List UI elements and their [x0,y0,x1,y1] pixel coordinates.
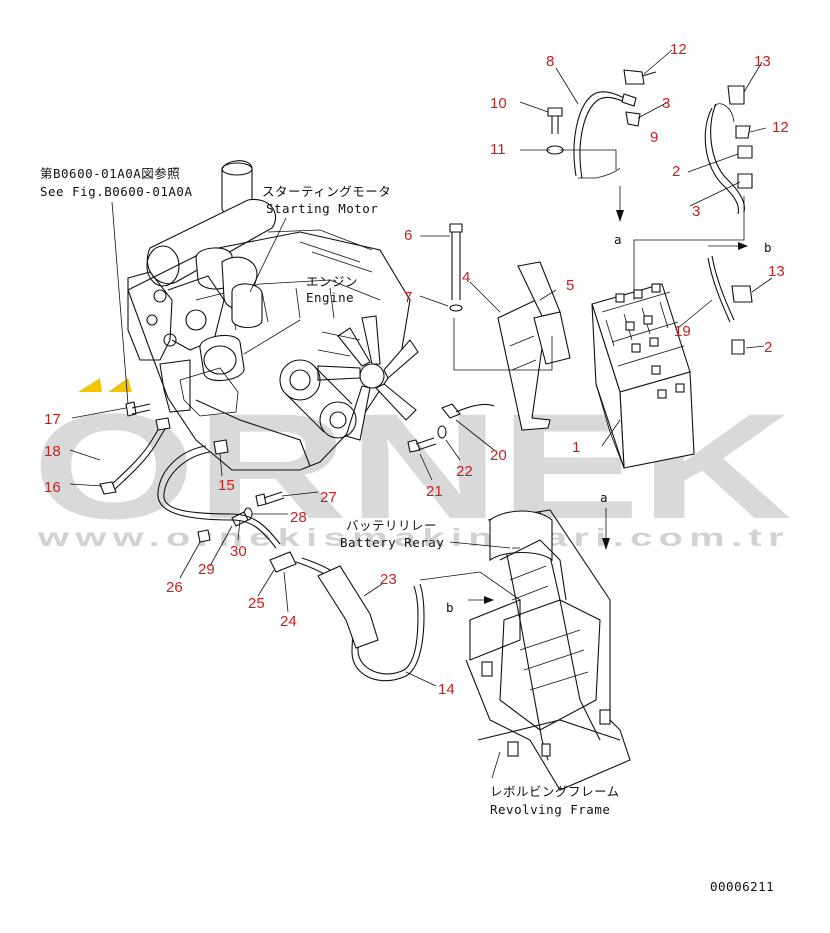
part-number: 19 [674,323,691,340]
part-number: 3 [692,203,700,220]
part-number: 23 [380,571,397,588]
leader-lines [69,49,773,779]
battery-relay-label-jp: バッテリリレー [346,518,437,533]
arrow-label-b-bottom: b [446,600,454,615]
part-number: 21 [426,483,443,500]
starting-motor-label-jp: スターティングモータ [262,184,391,199]
part-number: 1 [572,439,580,456]
figure-id: 00006211 [710,879,774,894]
part-number: 29 [198,561,215,578]
arrow-label-b-top: b [764,240,772,255]
frame-label-en: Revolving Frame [490,802,610,817]
part-number: 12 [772,119,789,136]
direction-arrows [468,186,748,604]
part-number: 26 [166,579,183,596]
text-labels: 第B0600-01A0A図参照 See Fig.B0600-01A0A スターテ… [40,166,774,894]
revolving-frame [465,509,631,791]
arrow-label-a-top: a [614,232,622,247]
watermark-url: www.ornekismakinalari.com.tr [36,524,790,552]
part-number: 13 [754,53,771,70]
arrow-label-a-mid: a [600,490,608,505]
engine-label-jp: エンジン [306,274,358,289]
part-number: 20 [490,447,507,464]
part-number: 9 [650,129,658,146]
part-number: 2 [672,163,680,180]
part-number: 13 [768,263,785,280]
part-number: 4 [462,269,470,286]
part-number: 3 [662,95,670,112]
part-number: 14 [438,681,455,698]
starting-motor-label-en: Starting Motor [266,201,378,216]
part-number: 17 [44,411,61,428]
part-number: 16 [44,479,61,496]
part-number: 28 [290,509,307,526]
battery-cables [573,91,746,323]
harness-cables [99,417,425,682]
part-number: 11 [490,141,506,158]
part-number: 15 [218,477,235,494]
see-fig-label-en: See Fig.B0600-01A0A [40,184,193,199]
part-number: 25 [248,595,265,612]
engine-drawing [127,160,419,471]
part-number: 24 [280,613,297,630]
battery-terminals [615,283,685,399]
engine-label-en: Engine [306,290,354,305]
part-number: 5 [566,277,574,294]
part-number: 2 [764,339,772,356]
part-number: 8 [546,53,554,70]
part-number: 18 [44,443,61,460]
part-numbers: 1 2 2 3 3 4 5 6 7 8 9 10 11 12 12 13 13 … [44,41,789,698]
frame-label-jp: レボルビングフレーム [490,784,620,799]
fan [317,315,419,441]
part-number: 22 [456,463,473,480]
watermark-accent-shape [78,378,102,392]
see-fig-label-jp: 第B0600-01A0A図参照 [40,166,180,181]
part-number: 12 [670,41,687,58]
part-number: 27 [320,489,337,506]
small-parts [125,69,753,573]
part-number: 10 [490,95,507,112]
battery-relay-label-en: Battery Reray [340,535,444,550]
part-number: 30 [230,543,247,560]
battery [591,283,695,469]
part-number: 7 [404,289,412,306]
part-number: 6 [404,227,412,244]
